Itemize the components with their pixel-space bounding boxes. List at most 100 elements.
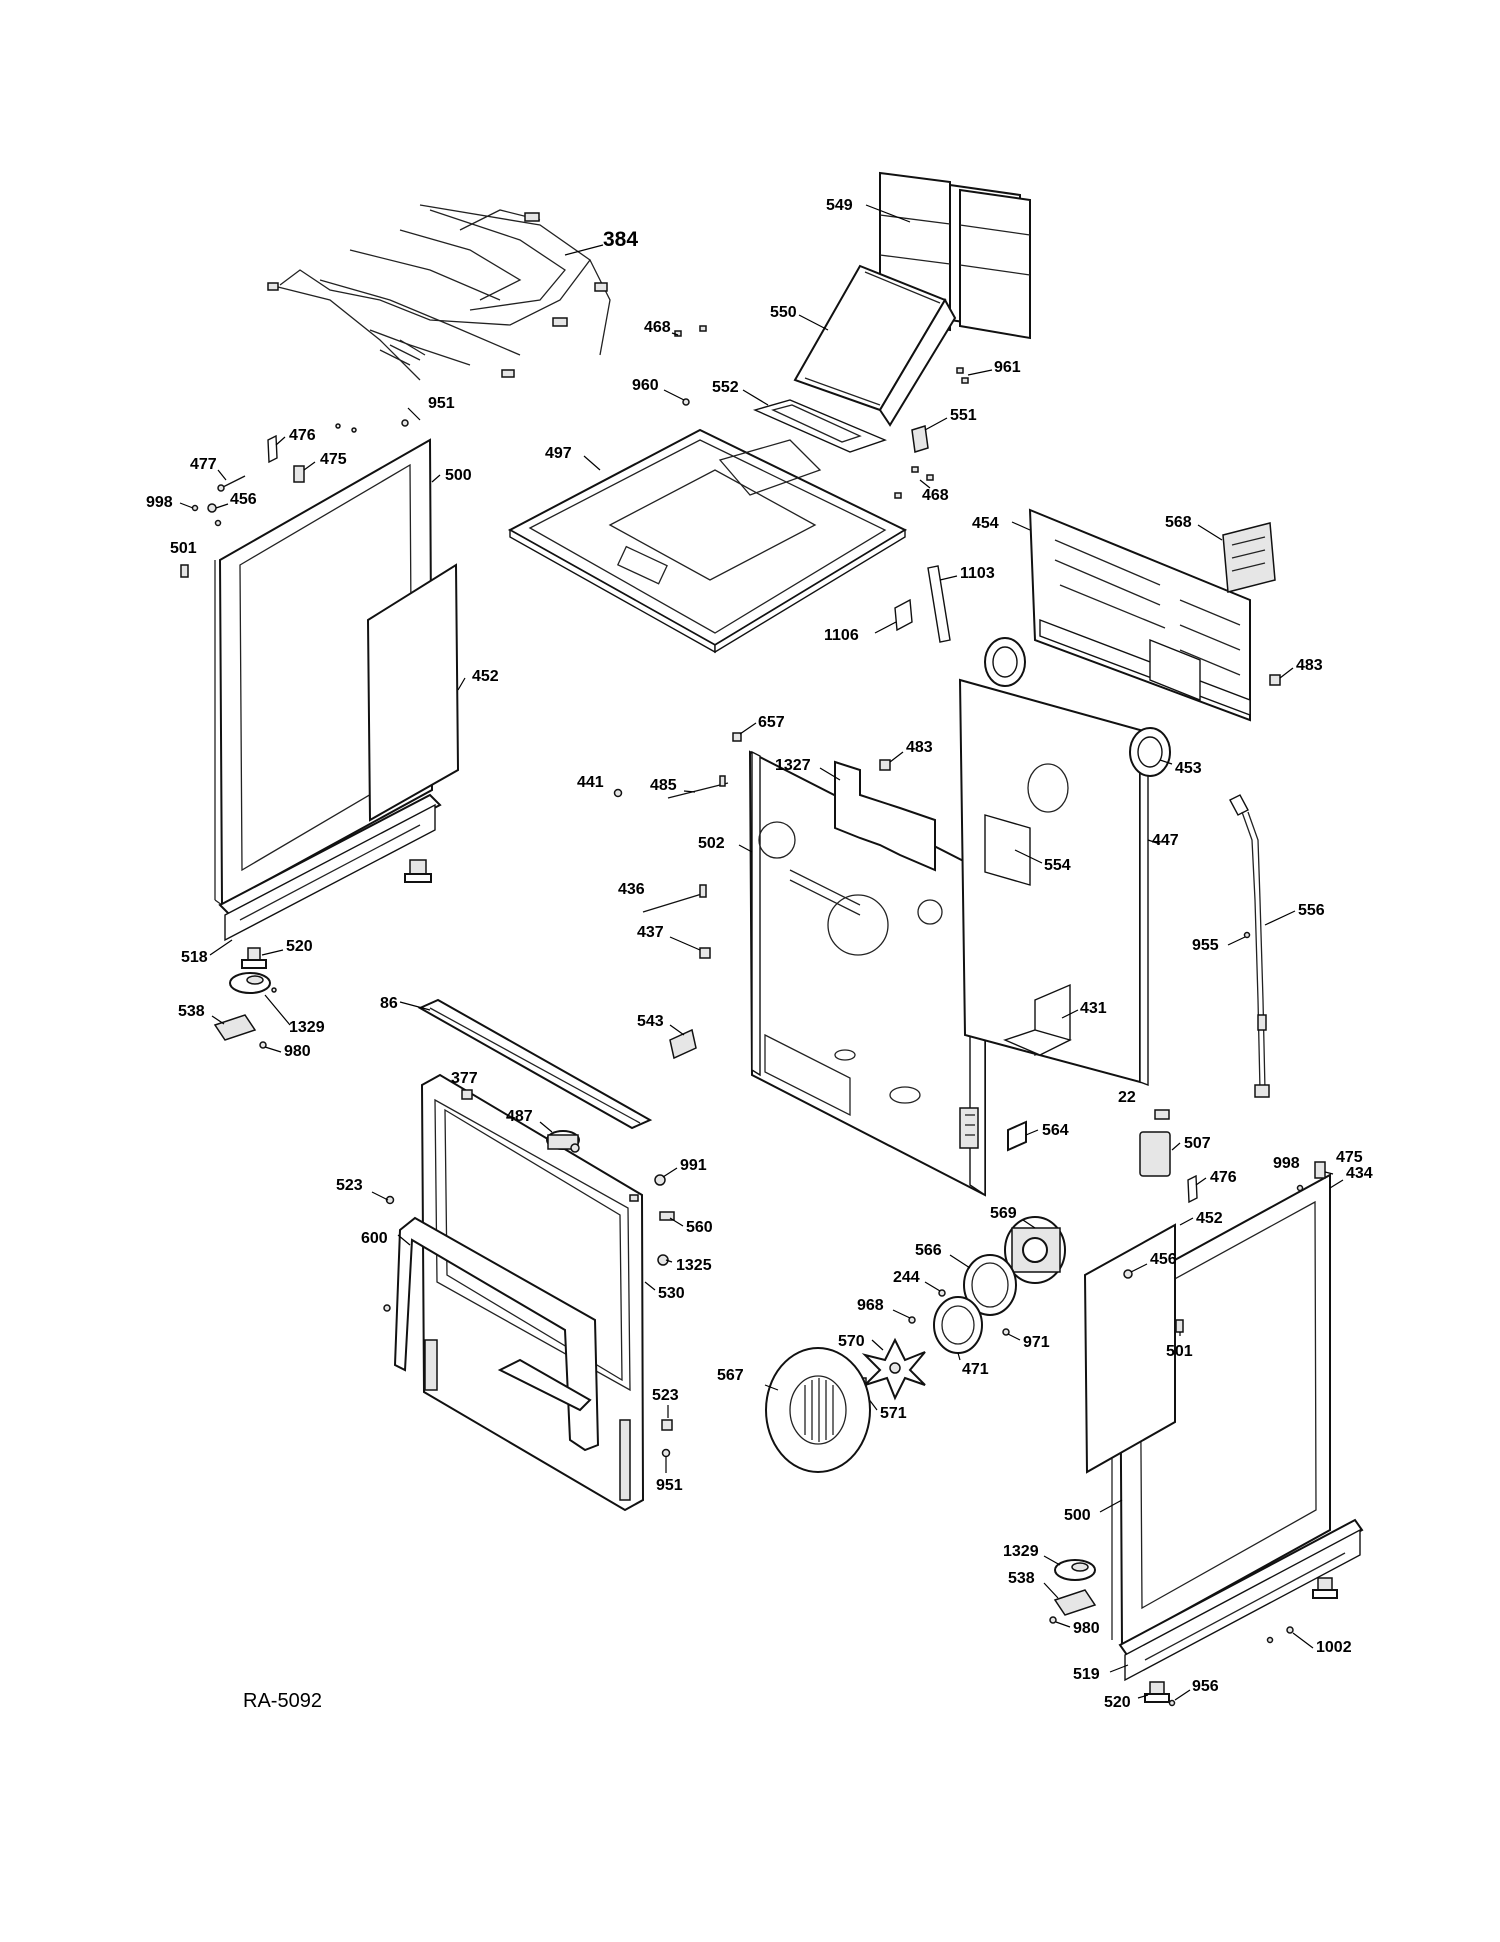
- callout-520-left: 520: [286, 938, 313, 955]
- clip-523-right: [661, 1419, 673, 1431]
- callout-441: 441: [577, 774, 604, 791]
- clip-377: [461, 1089, 473, 1100]
- wire-harness-384: [267, 204, 611, 381]
- clip-657: [732, 732, 742, 742]
- callout-384: 384: [603, 228, 638, 251]
- screw-960: [682, 398, 690, 406]
- screw-955: [1243, 931, 1251, 939]
- leveling-leg-520-right: [1144, 1681, 1170, 1703]
- callout-549: 549: [826, 197, 853, 214]
- screw-971: [1002, 1328, 1010, 1336]
- nut-991: [654, 1174, 666, 1186]
- hinge-475-right: [1314, 1161, 1326, 1179]
- block-507: [1139, 1131, 1171, 1177]
- vent-gasket-552: [752, 399, 887, 453]
- callout-955: 955: [1192, 937, 1219, 954]
- plate-566: [963, 1254, 1017, 1316]
- bracket-1103: [927, 565, 951, 643]
- callout-468-top: 468: [644, 319, 671, 336]
- callout-86: 86: [380, 995, 398, 1012]
- callout-956: 956: [1192, 1678, 1219, 1695]
- callout-485: 485: [650, 777, 677, 794]
- terminal-block-568: [1222, 522, 1276, 593]
- cooktop-support-497: [507, 428, 908, 654]
- pad-538-left: [213, 1014, 257, 1041]
- screw-956: [1168, 1699, 1176, 1707]
- callout-1002: 1002: [1316, 1639, 1352, 1656]
- callout-657: 657: [758, 714, 785, 731]
- callout-436: 436: [618, 881, 645, 898]
- screw-951-left: [401, 419, 409, 427]
- shield-431: [1003, 983, 1072, 1057]
- callout-500-left: 500: [445, 467, 472, 484]
- gasket-244: [938, 1289, 946, 1297]
- bracket-1327: [834, 760, 936, 872]
- vent-duct-550: [793, 264, 957, 427]
- callout-434: 434: [1346, 1165, 1373, 1182]
- motor-569: [1004, 1216, 1066, 1284]
- screw-468-right: [894, 466, 934, 499]
- callout-476-left: 476: [289, 427, 316, 444]
- callout-456-right: 456: [1150, 1251, 1177, 1268]
- fan-cover-567: [765, 1347, 871, 1473]
- callout-476-right: 476: [1210, 1169, 1237, 1186]
- diagram-reference: RA-5092: [243, 1690, 322, 1712]
- callout-501-right: 501: [1166, 1343, 1193, 1360]
- clip-437: [699, 947, 711, 959]
- bracket-543: [669, 1028, 697, 1060]
- screw-441: [613, 788, 623, 798]
- callout-568: 568: [1165, 514, 1192, 531]
- rear-cover-447: [958, 678, 1149, 1087]
- callout-475-left: 475: [320, 451, 347, 468]
- callout-538-left: 538: [178, 1003, 205, 1020]
- screw-980-right: [1049, 1616, 1057, 1624]
- callout-961: 961: [994, 359, 1021, 376]
- callout-437: 437: [637, 924, 664, 941]
- oven-handle-600: [393, 1216, 600, 1452]
- nut-1325: [657, 1254, 669, 1266]
- callout-543: 543: [637, 1013, 664, 1030]
- callout-554: 554: [1044, 857, 1071, 874]
- front-frame-brace-86: [417, 998, 653, 1130]
- thermostat-487: [546, 1130, 580, 1153]
- bracket-476-left: [267, 434, 278, 464]
- callout-477: 477: [190, 456, 217, 473]
- plug-501-left: [180, 564, 189, 578]
- callout-22: 22: [1118, 1089, 1136, 1106]
- callout-991: 991: [680, 1157, 707, 1174]
- callout-600: 600: [361, 1230, 388, 1247]
- leg-bracket-1329-right: [1054, 1559, 1096, 1581]
- callout-567: 567: [717, 1367, 744, 1384]
- leg-bracket-1329-left: [229, 972, 277, 994]
- leveling-leg-right-rear: [1312, 1577, 1338, 1599]
- callout-998-right: 998: [1273, 1155, 1300, 1172]
- callout-471: 471: [962, 1361, 989, 1378]
- callout-1329-left: 1329: [289, 1019, 325, 1036]
- callout-501-left: 501: [170, 540, 197, 557]
- callout-980-left: 980: [284, 1043, 311, 1060]
- callout-519: 519: [1073, 1666, 1100, 1683]
- callout-569: 569: [990, 1205, 1017, 1222]
- clip-22: [1154, 1109, 1170, 1120]
- base-rail-518: [218, 793, 442, 942]
- nut-456-left: [207, 503, 222, 527]
- bracket-551: [911, 425, 929, 453]
- callout-550: 550: [770, 304, 797, 321]
- callout-518: 518: [181, 949, 208, 966]
- bracket-476-right: [1187, 1174, 1198, 1204]
- callout-951-left: 951: [428, 395, 455, 412]
- callout-452-right: 452: [1196, 1210, 1223, 1227]
- bracket-564: [1007, 1120, 1027, 1152]
- callout-475-right: 475: [1336, 1149, 1363, 1166]
- rod-485: [667, 775, 729, 799]
- callout-551: 551: [950, 407, 977, 424]
- callout-502: 502: [698, 835, 725, 852]
- screw-468-top: [674, 325, 707, 337]
- hinge-475-left: [293, 465, 305, 483]
- callout-456-left: 456: [230, 491, 257, 508]
- control-bracket-454: [1028, 508, 1251, 722]
- bracket-1106: [894, 598, 913, 632]
- callout-971: 971: [1023, 1334, 1050, 1351]
- callout-564: 564: [1042, 1122, 1069, 1139]
